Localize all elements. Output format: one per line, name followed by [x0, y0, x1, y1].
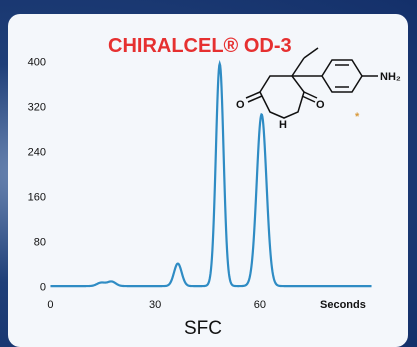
y-tick-label: 400 [28, 56, 46, 68]
y-tick-label: 0 [40, 281, 46, 293]
chart-panel [8, 14, 408, 347]
y-axis-ticks: 0 80 160 240 320 400 [28, 56, 46, 293]
x-tick-label: 30 [149, 299, 161, 311]
molecule-nh-label: H [279, 119, 287, 131]
x-tick-label: 0 [47, 299, 53, 311]
x-tick-label: 60 [254, 299, 266, 311]
chromatogram-trace [50, 59, 372, 288]
y-tick-label: 240 [28, 146, 46, 158]
molecule-star-mark: * [355, 111, 360, 123]
molecule-oxygen-left: O [236, 99, 245, 111]
molecule-oxygen-right: O [316, 99, 325, 111]
x-axis-label: SFC [184, 318, 222, 339]
y-tick-label: 160 [28, 191, 46, 203]
y-tick-label: 80 [34, 236, 46, 248]
x-axis-ticks: 0 30 60 [47, 299, 266, 311]
molecule-nh2-label: NH₂ [380, 71, 401, 83]
x-axis-unit: Seconds [320, 299, 366, 311]
chart-title: CHIRALCEL® OD-3 [108, 35, 292, 57]
molecule-structure [245, 47, 378, 119]
y-tick-label: 320 [28, 101, 46, 113]
